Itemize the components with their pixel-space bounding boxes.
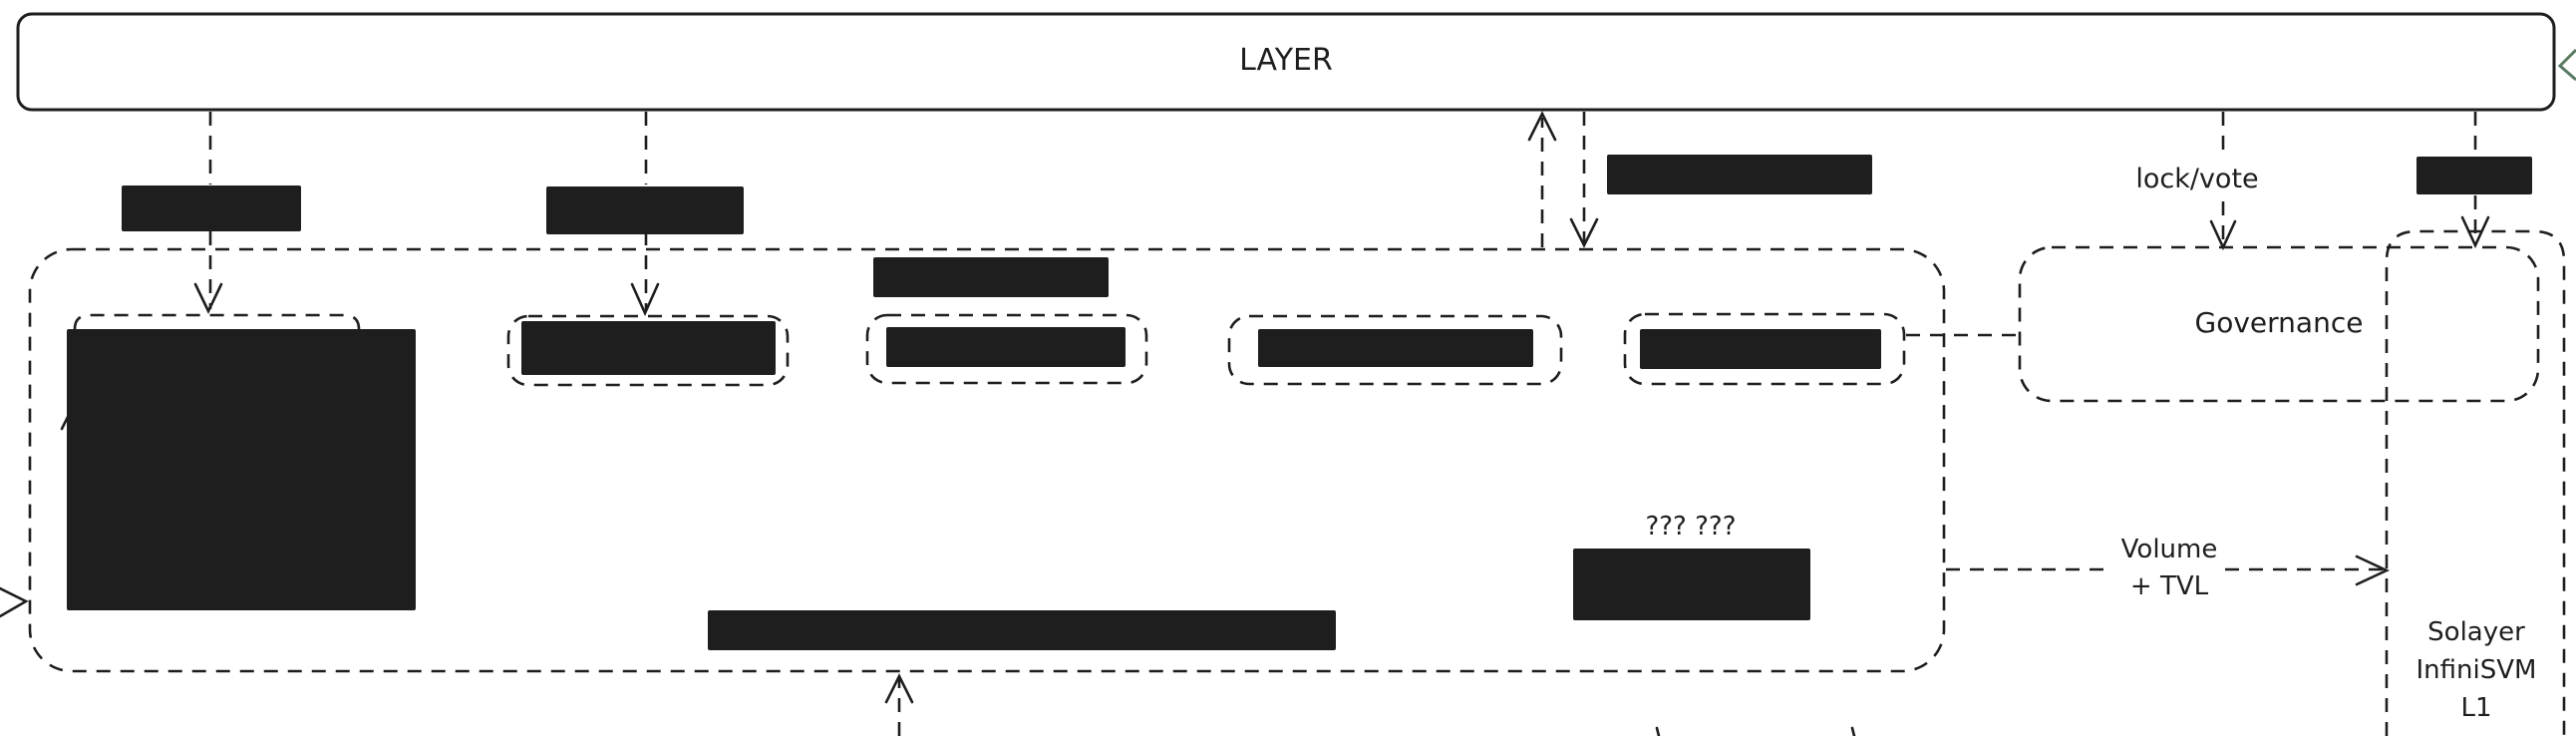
redacted-module-1 — [521, 321, 776, 375]
unknown-label: ??? ??? — [1645, 512, 1736, 542]
governance-box[interactable]: Governance — [2018, 245, 2540, 403]
volume-label-line1: Volume — [2121, 535, 2218, 564]
redacted-label — [122, 185, 301, 231]
arrowhead-solayer-icon — [2460, 215, 2490, 249]
redacted-container-title — [873, 257, 1109, 297]
volume-label-line2: + TVL — [2130, 571, 2209, 601]
redacted-bottom-bar — [708, 610, 1336, 650]
redacted-module-4 — [1640, 329, 1881, 369]
main-container — [28, 247, 1946, 673]
redacted-label — [1607, 155, 1872, 194]
redacted-block — [1573, 549, 1810, 620]
module-3[interactable] — [1227, 314, 1563, 386]
arrowhead-bottom-in-icon — [884, 673, 914, 704]
arrowhead-left-card-icon — [193, 282, 223, 314]
partial-mark — [1655, 726, 1661, 736]
redacted-module-3 — [1258, 329, 1533, 367]
module-2[interactable] — [865, 313, 1148, 385]
lock-vote-label: lock/vote — [2135, 164, 2258, 194]
layer-title: LAYER — [1239, 43, 1333, 78]
layer-box[interactable]: LAYER — [16, 12, 2556, 112]
arrowhead-left-edge-icon — [0, 586, 29, 618]
offscreen-arrow-icon — [2557, 48, 2576, 82]
redacted-left-card[interactable] — [67, 329, 416, 610]
arrowhead-volume-tvl-icon — [2355, 554, 2391, 586]
module-1[interactable] — [506, 314, 790, 387]
arrowhead-down-icon — [1569, 217, 1599, 248]
partial-mark — [1850, 726, 1856, 736]
module-4[interactable] — [1623, 312, 1906, 386]
solayer-box[interactable] — [2385, 229, 2566, 736]
solayer-line1: Solayer — [2427, 617, 2525, 647]
governance-label: Governance — [2195, 306, 2364, 339]
solayer-line3: L1 — [2460, 693, 2491, 723]
left-card-outline — [73, 313, 361, 330]
redacted-label — [2416, 157, 2532, 194]
solayer-line2: InfiniSVM — [2416, 655, 2537, 685]
redacted-module-2 — [886, 327, 1126, 367]
left-card-tick — [60, 415, 70, 431]
redacted-label — [546, 186, 744, 234]
arrowhead-module-1-icon — [630, 282, 660, 317]
arrowhead-up-layer-icon — [1527, 111, 1557, 142]
